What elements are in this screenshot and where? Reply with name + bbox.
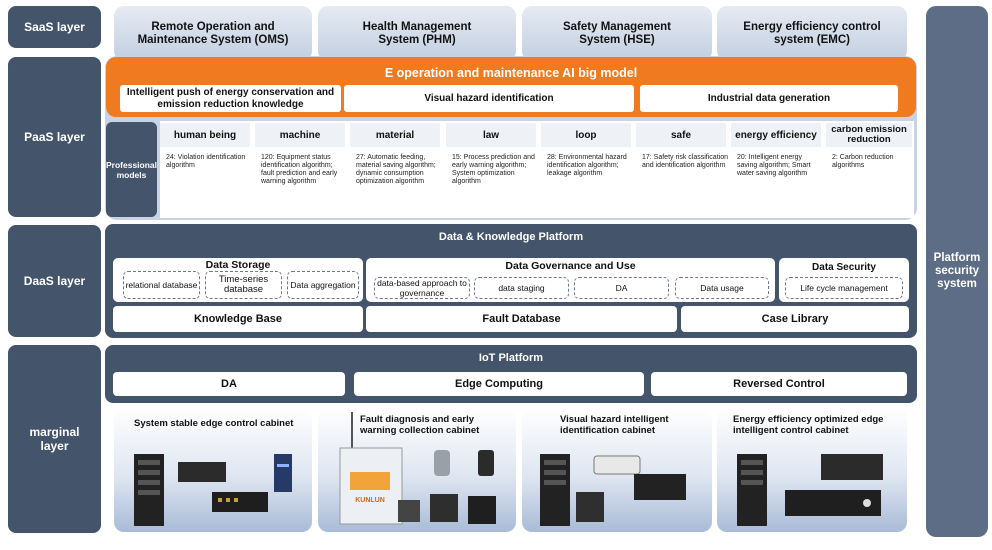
edge-computing-box: Edge Computing: [354, 372, 644, 396]
edge-control-devices: [134, 454, 292, 526]
marginal-layer-label: marginal layer: [8, 345, 101, 533]
controller-box-icon: [178, 462, 226, 482]
ai-function-data-generation: Industrial data generation: [640, 85, 898, 112]
saas-layer-label: SaaS layer: [8, 6, 101, 48]
ai-big-model-panel: E operation and maintenance AI big model…: [106, 57, 916, 117]
ai-function-label: Intelligent push of energy conservation …: [126, 86, 335, 110]
sensor-icon: [434, 450, 450, 476]
ai-function-hazard-identification: Visual hazard identification: [344, 85, 634, 112]
saas-emc-label: Energy efficiency control system (EMC): [743, 20, 881, 46]
governance-da-item: DA: [574, 277, 669, 299]
model-carbon-emission-reduction: carbon emission reduction: [826, 123, 912, 147]
saas-emc-card: Energy efficiency control system (EMC): [717, 6, 907, 61]
saas-hse-card: Safety Management System (HSE): [522, 6, 712, 61]
server-rack-icon: [540, 454, 570, 526]
saas-phm-label: Health Management System (PHM): [362, 20, 472, 46]
professional-models-area: human being 24: Violation identification…: [160, 121, 914, 218]
data-security-box: Data Security Life cycle management: [779, 258, 909, 302]
data-knowledge-platform-title: Data & Knowledge Platform: [438, 231, 584, 243]
data-security-title: Data Security: [812, 262, 876, 273]
gateway-icon: [212, 492, 268, 512]
governance-approach-item: data-based approach to governance: [374, 277, 470, 299]
thermal-camera-icon: [576, 492, 604, 522]
iot-platform-panel: IoT Platform DA Edge Computing Reversed …: [105, 345, 917, 403]
model-law-desc: 15: Process prediction and early warning…: [452, 154, 535, 185]
device-brand-text: KUNLUN: [355, 497, 385, 504]
model-loop-desc: 28: Environmental hazard identification …: [547, 154, 627, 177]
time-series-database-item: Time-series database: [205, 271, 282, 299]
data-usage-item: Data usage: [675, 277, 769, 299]
edge-server-icon: [634, 474, 686, 500]
iot-platform-title: IoT Platform: [478, 352, 544, 364]
model-material: material: [350, 123, 440, 147]
model-loop: loop: [541, 123, 631, 147]
cabinet-fault-diagnosis: Fault diagnosis and early warning collec…: [318, 408, 516, 532]
data-governance-box: Data Governance and Use data-based appro…: [366, 258, 775, 302]
platform-security-label: Platform security system: [933, 252, 981, 290]
model-machine: machine: [255, 123, 345, 147]
cabinet-energy-efficiency: Energy efficiency optimized edge intelli…: [717, 408, 907, 532]
sensor-probe-icon: [478, 450, 494, 476]
model-human-being-desc: 24: Violation identification algorithm: [166, 154, 246, 169]
ai-function-knowledge-push: Intelligent push of energy conservation …: [120, 85, 341, 112]
module-icon: [468, 496, 496, 524]
model-safe-desc: 17: Safety risk classification and ident…: [642, 154, 728, 169]
paas-layer-label: PaaS layer: [8, 57, 101, 217]
case-library-box: Case Library: [681, 306, 909, 332]
knowledge-base-box: Knowledge Base: [113, 306, 363, 332]
camera-icon: [593, 455, 641, 475]
ai-function-label: Visual hazard identification: [424, 92, 554, 104]
platform-security-bar: Platform security system: [926, 6, 988, 537]
relational-database-item: relational database: [123, 271, 200, 299]
saas-oms-label: Remote Operation and Maintenance System …: [137, 20, 289, 46]
ai-function-label: Industrial data generation: [707, 92, 831, 104]
life-cycle-management-item: Life cycle management: [785, 277, 903, 299]
model-law: law: [446, 123, 536, 147]
ai-big-model-title: E operation and maintenance AI big model: [384, 66, 638, 80]
data-staging-item: data staging: [474, 277, 569, 299]
cabinet-edge-control: System stable edge control cabinet: [114, 408, 312, 532]
controller-box-icon: [821, 454, 883, 480]
saas-oms-card: Remote Operation and Maintenance System …: [114, 6, 312, 61]
data-aggregation-item: Data aggregation: [287, 271, 359, 299]
data-governance-title: Data Governance and Use: [505, 260, 636, 272]
reversed-control-box: Reversed Control: [651, 372, 907, 396]
model-carbon-desc: 2: Carbon reduction algorithms: [832, 154, 894, 169]
cabinet-title: System stable edge control cabinet: [134, 418, 294, 429]
data-knowledge-platform-panel: Data & Knowledge Platform Data Storage r…: [105, 224, 917, 338]
cabinet-title: Visual hazard intelligent identification…: [560, 414, 669, 436]
fault-diagnosis-devices: KUNLUN: [339, 412, 496, 525]
fault-database-box: Fault Database: [366, 306, 677, 332]
saas-hse-label: Safety Management System (HSE): [562, 20, 671, 46]
module-icon: [430, 494, 458, 522]
model-safe: safe: [636, 123, 726, 147]
data-storage-title: Data Storage: [205, 259, 271, 271]
server-rack-icon: [737, 454, 767, 526]
model-human-being: human being: [160, 123, 250, 147]
module-icon: [398, 500, 420, 522]
daas-layer-label: DaaS layer: [8, 225, 101, 337]
energy-efficiency-devices: [737, 454, 883, 526]
iot-da-box: DA: [113, 372, 345, 396]
saas-phm-card: Health Management System (PHM): [318, 6, 516, 61]
model-energy-efficiency: energy efficiency: [731, 123, 821, 147]
cabinet-title: Fault diagnosis and early warning collec…: [360, 414, 480, 436]
model-energy-efficiency-desc: 20: Intelligent energy saving algorithm;…: [737, 154, 811, 177]
model-machine-desc: 120: Equipment status identification alg…: [261, 154, 338, 185]
professional-models-label: Professional models: [106, 122, 157, 217]
model-material-desc: 27: Automatic feeding, material saving a…: [356, 154, 436, 185]
data-storage-box: Data Storage relational database Time-se…: [113, 258, 363, 302]
cabinet-title: Energy efficiency optimized edge intelli…: [733, 414, 884, 436]
cabinet-visual-hazard: Visual hazard intelligent identification…: [522, 408, 712, 532]
visual-hazard-devices: [540, 454, 686, 526]
din-device-icon: [274, 454, 292, 492]
